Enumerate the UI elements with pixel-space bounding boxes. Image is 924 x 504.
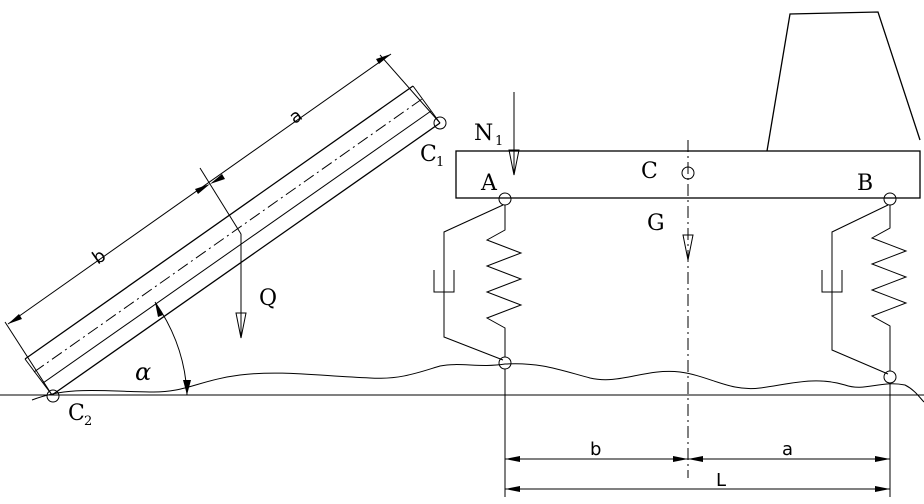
label-n1: N [474,121,493,146]
angle-alpha-arrowhead-bottom [183,380,191,395]
base-dimensions [504,369,891,497]
point-c-marker [681,166,695,180]
cab-outline [766,11,921,152]
force-n1-arrowhead [508,149,520,176]
label-n1-subscript: 1 [495,134,503,149]
suspension-b [821,192,908,384]
label-force-g: G [647,211,665,236]
suspension-a [433,192,523,370]
label-c1: C [420,142,437,167]
label-alpha: α [135,358,151,386]
tilted-boom [4,53,447,403]
label-c1-subscript: 1 [436,155,444,170]
force-g-arrowhead [682,234,694,261]
label-dim-a-boom: a [285,105,306,129]
label-dim-b-base: b [590,439,601,460]
label-dim-a-base: a [782,439,793,460]
angle-alpha-arrowhead-top [155,302,163,317]
label-dim-l-base: L [716,470,726,491]
label-force-q: Q [259,286,277,311]
label-point-a: A [480,171,498,196]
label-point-b: B [857,171,873,196]
force-q-arrowhead [235,312,247,339]
label-c2: C [68,401,85,426]
label-c2-subscript: 2 [84,414,92,429]
terrain-profile [31,363,924,403]
label-point-c: C [641,159,658,184]
